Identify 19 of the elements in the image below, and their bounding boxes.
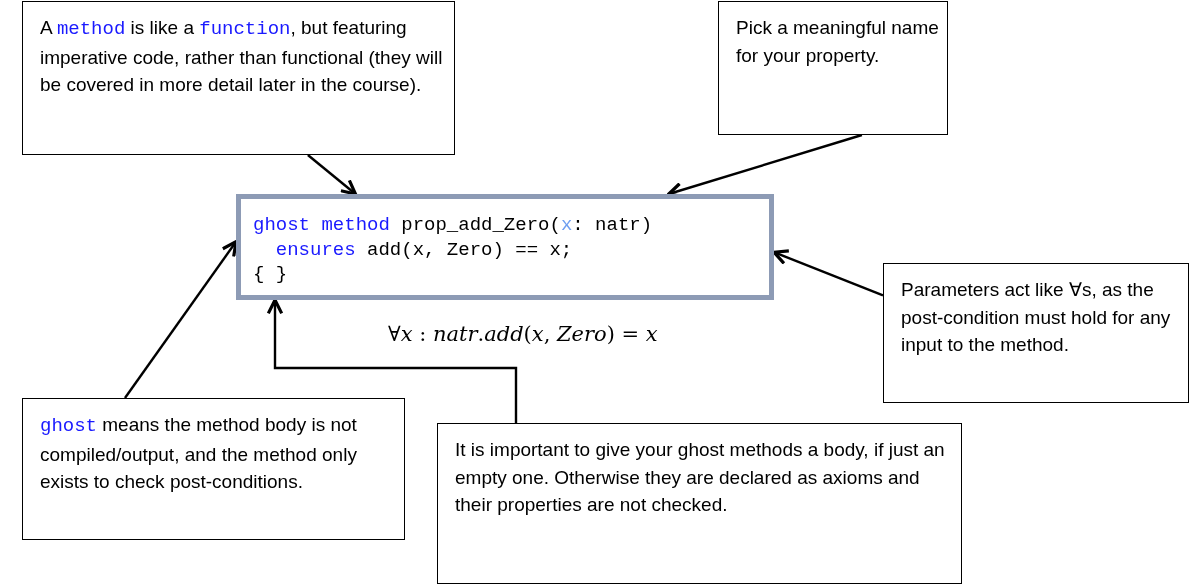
arrow — [124, 240, 238, 399]
code-line: ghost method prop_add_Zero(x: natr) — [253, 213, 653, 238]
code-block — [236, 194, 774, 300]
arrow — [307, 154, 358, 196]
callout-box — [437, 423, 962, 584]
callout-text: ghost means the method body is not compiled/output, and the method only exists to check post-conditions. — [40, 413, 358, 495]
callout-text: It is important to give your ghost methods a body, if just an empty one. Otherwise they are declared as axioms and their properties are not checked. — [455, 438, 946, 518]
code-line: { } — [253, 262, 288, 288]
callout-text: Pick a meaningful name for your property. — [736, 16, 939, 68]
callout-text: Parameters act like ∀s, as the post-condition must hold for any input to the method. — [901, 278, 1172, 358]
arrow — [266, 298, 518, 423]
callout-box — [22, 1, 455, 155]
callout-box — [718, 1, 948, 135]
code-line: ensures add(x, Zero) == x; — [275, 237, 573, 263]
callout-text: A method is like a function, but featuring imperative code, rather than functional (they will be covered in more detail later in the course). — [40, 16, 444, 98]
callout-box — [883, 263, 1189, 403]
callout-box — [22, 398, 405, 540]
formula-text: ∀x : natr.add(x, Zero) = x — [388, 322, 658, 346]
arrow — [772, 249, 884, 297]
